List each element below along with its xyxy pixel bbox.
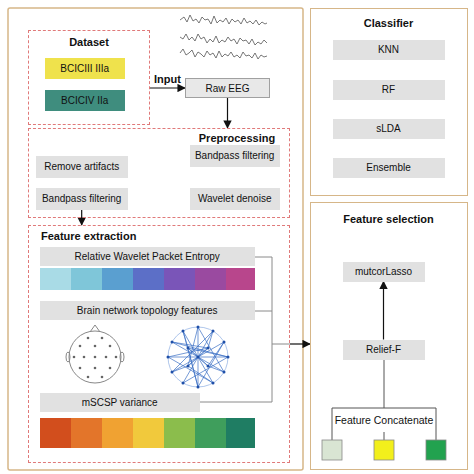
- electrode-dot: [94, 356, 97, 359]
- color-segment: [133, 268, 164, 290]
- entropy-color-bar: [40, 268, 255, 290]
- head-outline: [69, 331, 121, 383]
- electrode-dot: [94, 367, 97, 370]
- box-label: BCICIII IIIa: [60, 63, 109, 74]
- concatenate-lines: [332, 360, 436, 440]
- outer-frame: [8, 8, 303, 470]
- box-label: Wavelet denoise: [198, 193, 272, 204]
- preprocessing-group: PreprocessingRemove artifactsBandpass fi…: [28, 128, 290, 218]
- group-heading: Dataset: [29, 36, 149, 48]
- color-segment: [226, 268, 255, 290]
- free-label: Feature Concatenate: [334, 414, 434, 426]
- feature-square: [374, 440, 394, 460]
- data-box: Raw EEG: [185, 78, 270, 98]
- electrode-dot: [87, 376, 90, 379]
- electrode-dot: [94, 345, 97, 348]
- electrode-dot: [87, 337, 90, 340]
- classifier-panel: ClassifierKNN RF sLDA Ensemble: [310, 8, 468, 196]
- dataset-box: BCICIII IIIa: [45, 58, 125, 79]
- color-segment: [164, 268, 195, 290]
- dataset-group: DatasetBCICIII IIIaBCICIV IIa: [28, 30, 150, 125]
- electrode-dot: [83, 356, 86, 359]
- feature-selection-panel: Feature selection mutcorLassoRelief-F: [310, 202, 468, 470]
- flow-arrow: [150, 87, 185, 88]
- box-label: RF: [382, 84, 395, 95]
- color-segment: [226, 418, 255, 448]
- variance-color-bar: [40, 418, 255, 448]
- electrode-dot: [101, 376, 104, 379]
- edge-label: Input: [154, 73, 181, 85]
- electrode-dot: [105, 356, 108, 359]
- color-segment: [133, 418, 164, 448]
- electrode-dot: [109, 367, 112, 370]
- color-segment: [71, 418, 102, 448]
- electrode-dot: [115, 356, 118, 359]
- head-topography: [66, 325, 124, 383]
- feature-lines: [200, 257, 290, 402]
- feature-square: [322, 440, 342, 460]
- box-label: Bandpass filtering: [42, 193, 122, 204]
- group-heading: Feature selection: [311, 213, 466, 225]
- eeg-wave: [180, 34, 267, 45]
- process-box: Bandpass filtering: [36, 188, 128, 210]
- head-ear: [66, 352, 70, 362]
- network-nodes: [167, 326, 230, 389]
- brain-network: [167, 326, 230, 389]
- selection-box: Relief-F: [343, 340, 425, 360]
- electrode-dot: [73, 356, 76, 359]
- color-segment: [102, 268, 133, 290]
- classifier-box: Ensemble: [333, 158, 445, 178]
- color-segment: [195, 268, 226, 290]
- box-label: BCICIV IIa: [61, 95, 108, 106]
- box-label: sLDA: [376, 123, 400, 134]
- dataset-box: BCICIV IIa: [45, 90, 125, 111]
- box-label: Remove artifacts: [44, 161, 119, 172]
- electrode-dot: [79, 345, 82, 348]
- process-box: Bandpass filtering: [190, 145, 280, 167]
- feature-box: Relative Wavelet Packet Entropy: [40, 247, 255, 266]
- process-box: Wavelet denoise: [190, 188, 280, 210]
- box-label: mutcorLasso: [355, 266, 412, 277]
- box-label: KNN: [378, 44, 399, 55]
- group-heading: Preprocessing: [189, 132, 285, 144]
- eeg-wave: [180, 49, 267, 59]
- box-label: Relative Wavelet Packet Entropy: [75, 251, 220, 262]
- process-box: Remove artifacts: [36, 156, 128, 178]
- box-label: Brain network topology features: [77, 305, 218, 316]
- flow-arrow: [227, 98, 228, 128]
- classifier-box: sLDA: [333, 119, 445, 139]
- color-segment: [164, 418, 195, 448]
- flow-arrow: [383, 282, 384, 340]
- electrode-dot: [79, 367, 82, 370]
- color-segment: [40, 268, 71, 290]
- feature-box: Brain network topology features: [40, 301, 255, 320]
- classifier-box: KNN: [333, 40, 445, 60]
- box-label: Raw EEG: [206, 83, 250, 94]
- box-label: Ensemble: [366, 162, 410, 173]
- selection-box: mutcorLasso: [343, 262, 425, 282]
- head-nose: [90, 325, 100, 332]
- color-segment: [102, 418, 133, 448]
- electrode-dot: [101, 337, 104, 340]
- feature-extraction-group: Feature extractionRelative Wavelet Packe…: [28, 225, 290, 463]
- head-ear: [120, 352, 124, 362]
- group-heading: Classifier: [311, 17, 466, 29]
- color-segment: [40, 418, 71, 448]
- box-label: mSCSP variance: [82, 397, 158, 408]
- box-label: Bandpass filtering: [195, 150, 275, 161]
- group-heading: Feature extraction: [41, 230, 241, 242]
- color-segment: [195, 418, 226, 448]
- feature-square: [426, 440, 446, 460]
- classifier-box: RF: [333, 80, 445, 100]
- color-segment: [71, 268, 102, 290]
- eeg-wave: [180, 15, 267, 25]
- electrode-dot: [109, 345, 112, 348]
- box-label: Relief-F: [366, 344, 401, 355]
- feature-box: mSCSP variance: [40, 393, 200, 412]
- flow-arrow: [290, 343, 310, 344]
